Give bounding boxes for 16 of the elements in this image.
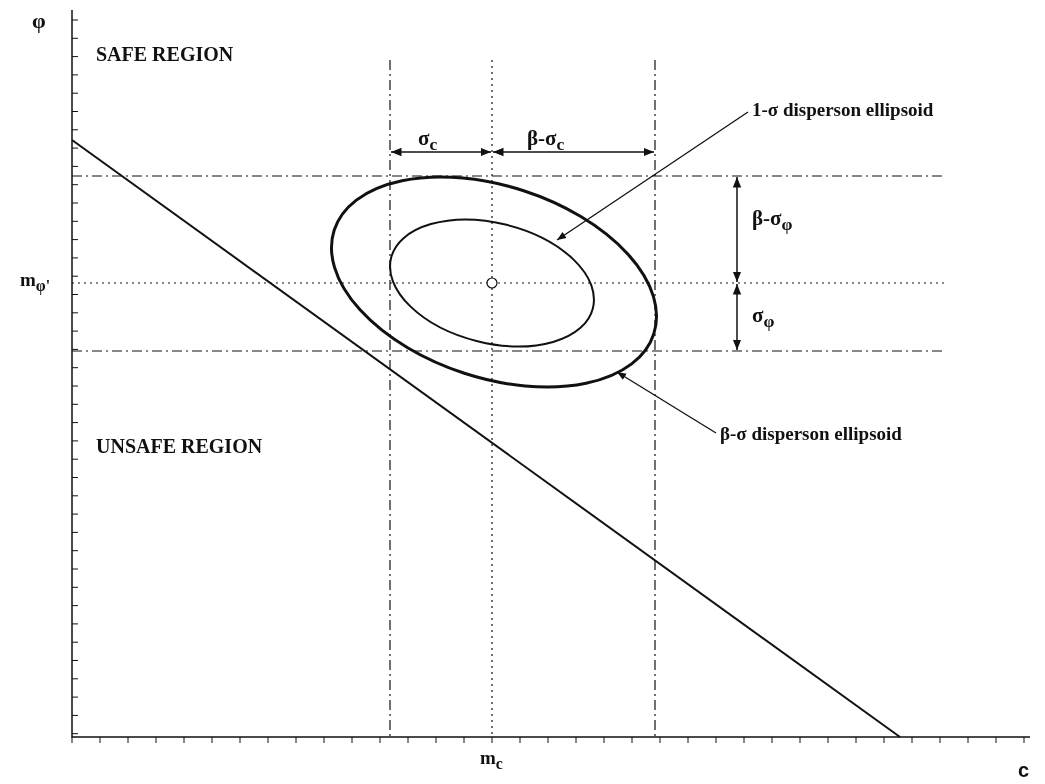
ellipse-outline: [389, 218, 595, 348]
region-label: UNSAFE REGION: [96, 436, 263, 456]
ellipse-outline: [330, 175, 658, 389]
dimension-label: σ$_{φ}$: [752, 305, 775, 331]
axis-label: m$_{c}$: [480, 748, 503, 772]
region-label: SAFE REGION: [96, 44, 234, 64]
dimension-label: β-σ$_{c}$: [527, 128, 565, 154]
callout-label: β-σ disperson ellipsoid: [720, 424, 902, 443]
axis-label: m$_{φ'}$: [20, 270, 51, 294]
leader-line: [556, 111, 749, 241]
dimension-label: β-σ$_{φ}$: [752, 208, 793, 234]
callout-label: 1-σ disperson ellipsoid: [752, 100, 934, 119]
axis-label: c: [1018, 760, 1030, 780]
dimension-label: σ$_{c}$: [418, 128, 438, 154]
leader-line: [616, 371, 717, 434]
axis-label: φ: [32, 10, 46, 32]
